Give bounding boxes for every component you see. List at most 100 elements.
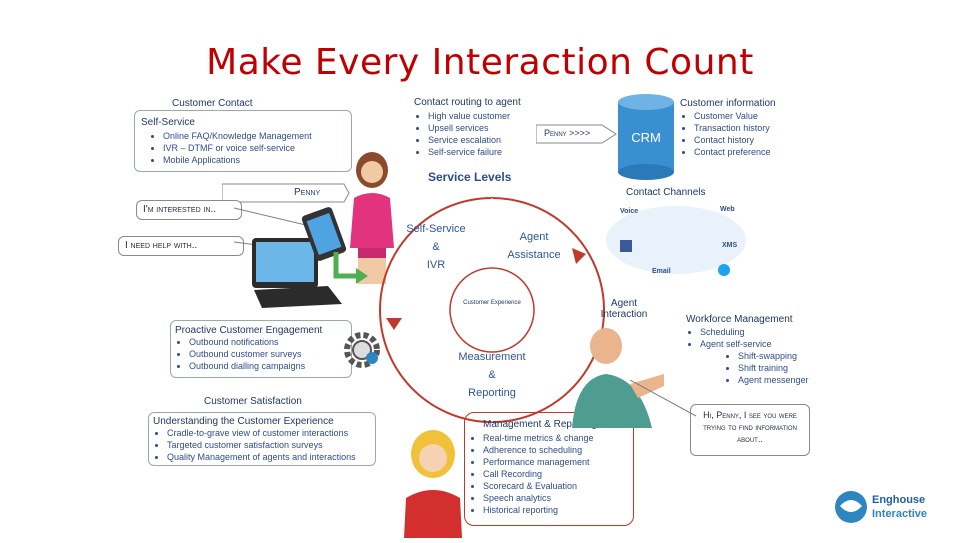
woman-headset-icon: [404, 430, 462, 538]
circle-amp1: &: [432, 241, 440, 253]
understanding-header: Understanding the Customer Experience: [153, 416, 334, 427]
customer-information-header: Customer information: [680, 98, 776, 109]
list-item: Cradle-to-grave view of customer interac…: [167, 427, 375, 439]
list-item: Agent messenger: [738, 374, 809, 386]
logo-mark-icon: [835, 491, 867, 523]
circle-measurement: Measurement: [458, 351, 526, 363]
channel-xms: XMS: [722, 242, 738, 249]
list-item: Speech analytics: [483, 492, 633, 504]
channel-web: Web: [720, 206, 735, 213]
crm-label: CRM: [631, 130, 661, 145]
contact-routing-header: Contact routing to agent: [414, 97, 521, 108]
contact-channels-label: Contact Channels: [626, 187, 706, 198]
logo-line1: Enghouse: [872, 494, 926, 506]
supervisor-figure: [400, 428, 466, 538]
man-headset-icon: [572, 328, 664, 428]
list-item: Shift-swapping: [738, 350, 809, 362]
list-item: Contact preference: [694, 146, 771, 158]
customer-experience-label: Customer Experience: [463, 300, 521, 306]
self-service-list: Online FAQ/Knowledge Management IVR – DT…: [149, 130, 351, 166]
customer-contact-header: Customer Contact: [172, 98, 253, 109]
devices-illustration: [232, 190, 372, 310]
penny-arrow-label: Penny >>>>: [544, 128, 591, 138]
agent-assistance-center: Agent Assistance: [494, 228, 574, 264]
logo-line2: Interactive: [872, 508, 928, 520]
management-header: Management & Reporting: [483, 419, 597, 430]
computer-tablet-icon: [233, 207, 368, 308]
list-item: Scheduling: [700, 326, 772, 338]
proactive-list: Outbound notifications Outbound customer…: [175, 336, 351, 372]
workforce-sublist: Shift-swapping Shift training Agent mess…: [724, 350, 809, 386]
list-item: Mobile Applications: [163, 154, 351, 166]
list-item: Scorecard & Evaluation: [483, 480, 633, 492]
proactive-engagement-box: Proactive Customer Engagement Outbound n…: [170, 320, 352, 378]
list-item: Performance management: [483, 456, 633, 468]
circle-ivr: IVR: [426, 259, 446, 271]
database-icon: [618, 94, 674, 180]
list-item: Historical reporting: [483, 504, 633, 516]
customer-information-list: Customer Value Transaction history Conta…: [680, 110, 771, 158]
contact-channels-cluster: Voice Web XMS Email: [596, 200, 756, 280]
agent-interaction-label: Agent Interaction: [600, 298, 648, 320]
management-list: Real-time metrics & change Adherence to …: [469, 432, 633, 516]
list-item: Outbound customer surveys: [189, 348, 351, 360]
penny-figure: [336, 148, 406, 288]
woman-avatar-icon: [350, 152, 394, 284]
interaction-circle: Self-Service & IVR Agent Assistance Cust…: [372, 190, 612, 430]
penny-label: Penny: [294, 187, 321, 198]
self-service-box: Self-Service Online FAQ/Knowledge Manage…: [134, 110, 352, 172]
workforce-header: Workforce Management: [686, 314, 793, 325]
circle-agent: Agent: [519, 231, 549, 243]
list-item: Targeted customer satisfaction surveys: [167, 439, 375, 451]
list-item: Customer Value: [694, 110, 771, 122]
circle-amp2: &: [488, 369, 496, 381]
gear-shape-icon: [344, 332, 380, 368]
label-shape-icon: [221, 183, 350, 203]
list-item: Transaction history: [694, 122, 771, 134]
bubble-help: I need help with..: [118, 236, 244, 256]
list-item: Call Recording: [483, 468, 633, 480]
understanding-box: Understanding the Customer Experience Cr…: [148, 412, 376, 466]
crm-database: CRM: [618, 94, 678, 184]
agent-speech-bubble: Hi, Penny, I see you were trying to find…: [690, 404, 810, 456]
circle-reporting: Reporting: [468, 387, 516, 399]
list-item: Real-time metrics & change: [483, 432, 633, 444]
channels-icon: [606, 206, 746, 276]
channel-voice: Voice: [620, 208, 639, 215]
page-title: Make Every Interaction Count: [206, 42, 754, 83]
list-item: Outbound dialling campaigns: [189, 360, 351, 372]
customer-satisfaction-label: Customer Satisfaction: [204, 396, 302, 407]
workforce-list: Scheduling Agent self-service: [686, 326, 772, 350]
management-reporting-box: Management & Reporting Real-time metrics…: [464, 412, 634, 526]
list-item: Service escalation: [428, 134, 510, 146]
understanding-list: Cradle-to-grave view of customer interac…: [153, 427, 375, 463]
list-item: Shift training: [738, 362, 809, 374]
list-item: Self-service failure: [428, 146, 510, 158]
list-item: Quality Management of agents and interac…: [167, 451, 375, 463]
list-item: Online FAQ/Knowledge Management: [163, 130, 351, 142]
circle-diagram-icon: [379, 197, 605, 423]
enghouse-logo: Enghouse Interactive: [834, 490, 944, 526]
list-item: IVR – DTMF or voice self-service: [163, 142, 351, 154]
circle-assistance: Assistance: [507, 249, 561, 261]
penny-label-box: Penny: [221, 183, 350, 203]
list-item: Adherence to scheduling: [483, 444, 633, 456]
list-item: Upsell services: [428, 122, 510, 134]
service-levels-label: Service Levels: [428, 170, 512, 184]
list-item: Agent self-service: [700, 338, 772, 350]
bubble-pointer-icon: [630, 380, 697, 417]
penny-arrow: Penny >>>>: [535, 124, 618, 144]
proactive-header: Proactive Customer Engagement: [175, 325, 323, 336]
list-item: Outbound notifications: [189, 336, 351, 348]
list-item: Contact history: [694, 134, 771, 146]
self-service-center: Self-Service & IVR: [396, 220, 476, 274]
bubble-interested: I'm interested in..: [136, 200, 242, 220]
gear-icon: [340, 328, 384, 372]
contact-routing-list: High value customer Upsell services Serv…: [414, 110, 510, 158]
self-service-label: Self-Service: [141, 117, 195, 128]
circle-self-service: Self-Service: [406, 223, 466, 235]
measurement-center: Measurement & Reporting: [442, 348, 542, 402]
arrow-shape-icon: [535, 124, 617, 144]
agent-figure: [568, 324, 668, 428]
channel-email: Email: [652, 268, 671, 275]
